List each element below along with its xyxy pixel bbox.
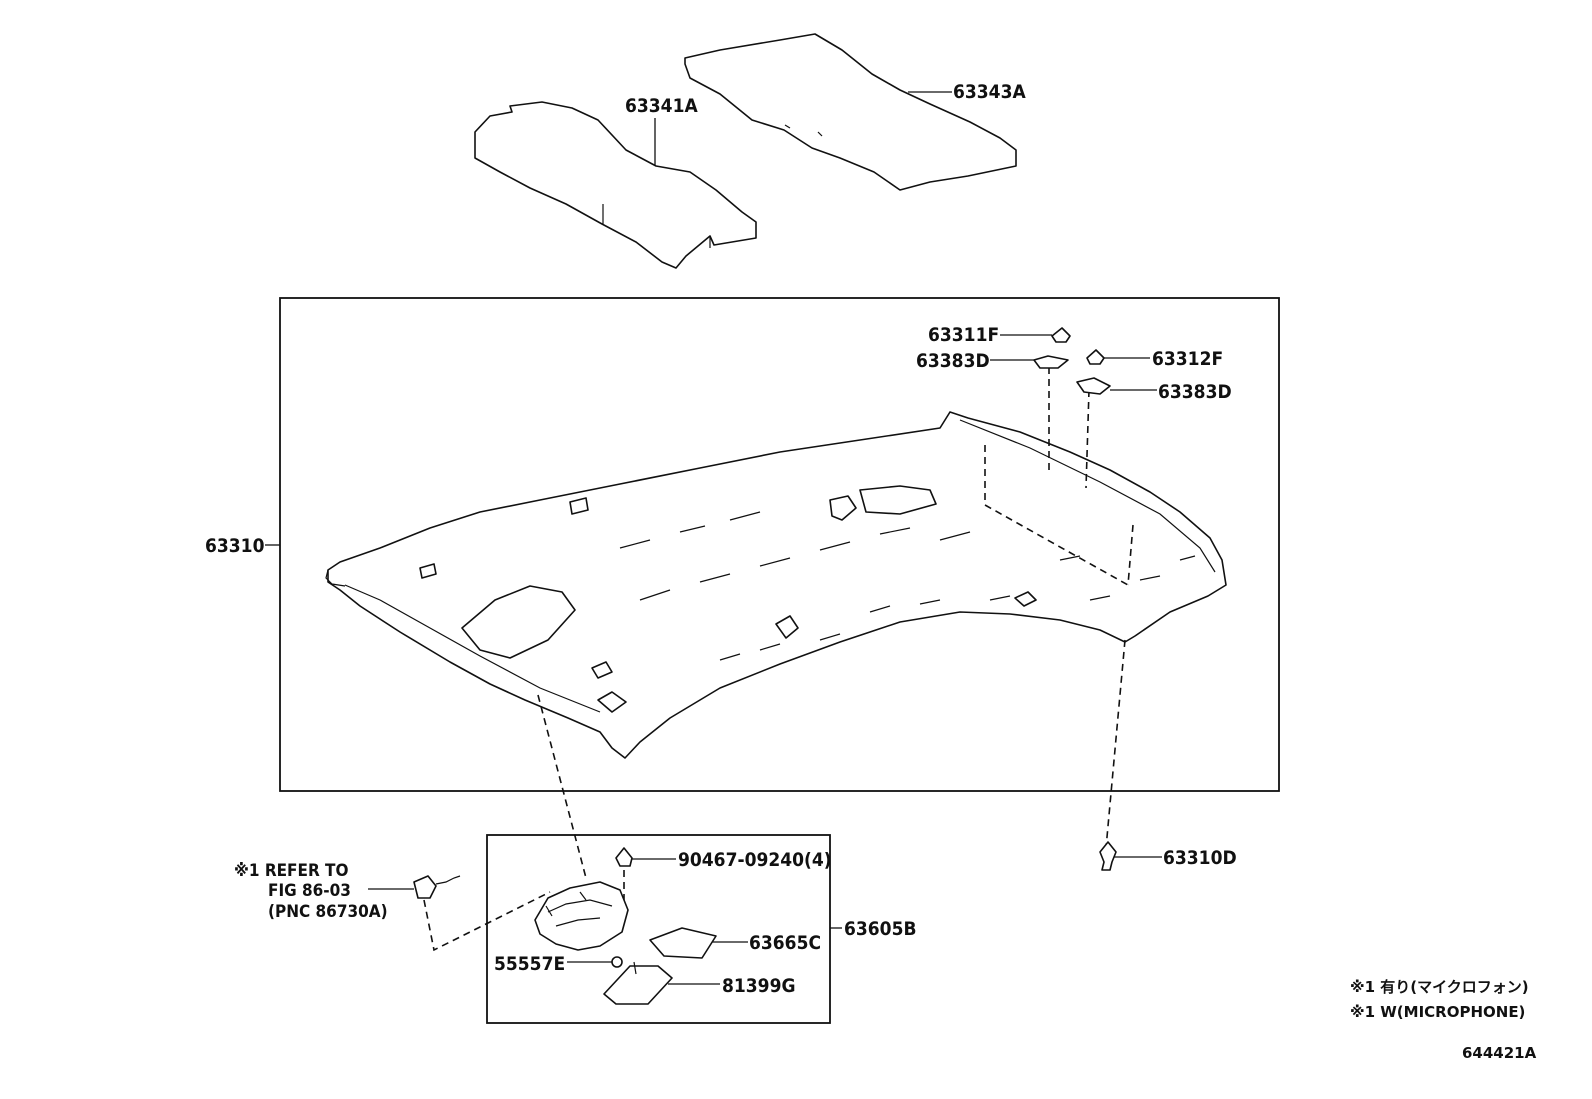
label-63310: 63310 bbox=[205, 535, 265, 557]
lens-81399G[interactable] bbox=[603, 961, 673, 1005]
reference-line-2: FIG 86-03 bbox=[268, 881, 351, 901]
screw-55557E[interactable] bbox=[611, 956, 623, 968]
pad-63665C[interactable] bbox=[649, 927, 717, 959]
reference-line-1: ※1 REFER TO bbox=[234, 861, 349, 881]
dash-63383D-2 bbox=[1085, 389, 1090, 489]
label-63311F: 63311F bbox=[928, 324, 999, 346]
label-63341A: 63341A bbox=[625, 95, 698, 117]
map-lamp-frame bbox=[486, 834, 831, 1024]
label-55557E: 55557E bbox=[494, 953, 565, 975]
dash-map-lamp bbox=[537, 694, 587, 879]
label-63383D-2: 63383D bbox=[1158, 381, 1232, 403]
pad-63343A[interactable] bbox=[684, 33, 1017, 191]
label-90467-09240: 90467-09240(4) bbox=[678, 849, 832, 871]
screw-90467-09240[interactable] bbox=[615, 847, 633, 867]
microphone-86730A[interactable] bbox=[413, 875, 461, 899]
label-63665C: 63665C bbox=[749, 932, 821, 954]
clip-63312F[interactable] bbox=[1086, 349, 1105, 365]
pad-63383D-1[interactable] bbox=[1033, 355, 1069, 369]
label-81399G: 81399G bbox=[722, 975, 796, 997]
clip-63310D[interactable] bbox=[1099, 841, 1117, 871]
pad-63383D-2[interactable] bbox=[1076, 377, 1111, 395]
label-63312F: 63312F bbox=[1152, 348, 1223, 370]
label-63605B: 63605B bbox=[844, 918, 917, 940]
illustration-id: 644421A bbox=[1462, 1044, 1537, 1062]
pad-63341A[interactable] bbox=[474, 101, 757, 269]
dash-63310D bbox=[1105, 639, 1126, 849]
note-jp: ※1 有り(マイクロフォン) bbox=[1350, 978, 1529, 996]
dash-clip-upper bbox=[1127, 524, 1134, 586]
map-lamp-63605B[interactable] bbox=[534, 881, 629, 951]
reference-line-3: (PNC 86730A) bbox=[268, 902, 388, 922]
note-en: ※1 W(MICROPHONE) bbox=[1350, 1003, 1525, 1021]
dash-zone-outline bbox=[984, 445, 1129, 586]
clip-63311F[interactable] bbox=[1051, 327, 1071, 343]
label-63310D: 63310D bbox=[1163, 847, 1237, 869]
headliner-63310[interactable] bbox=[325, 411, 1227, 759]
label-63343A: 63343A bbox=[953, 81, 1026, 103]
dash-microphone bbox=[423, 891, 551, 952]
label-63383D-1: 63383D bbox=[916, 350, 990, 372]
